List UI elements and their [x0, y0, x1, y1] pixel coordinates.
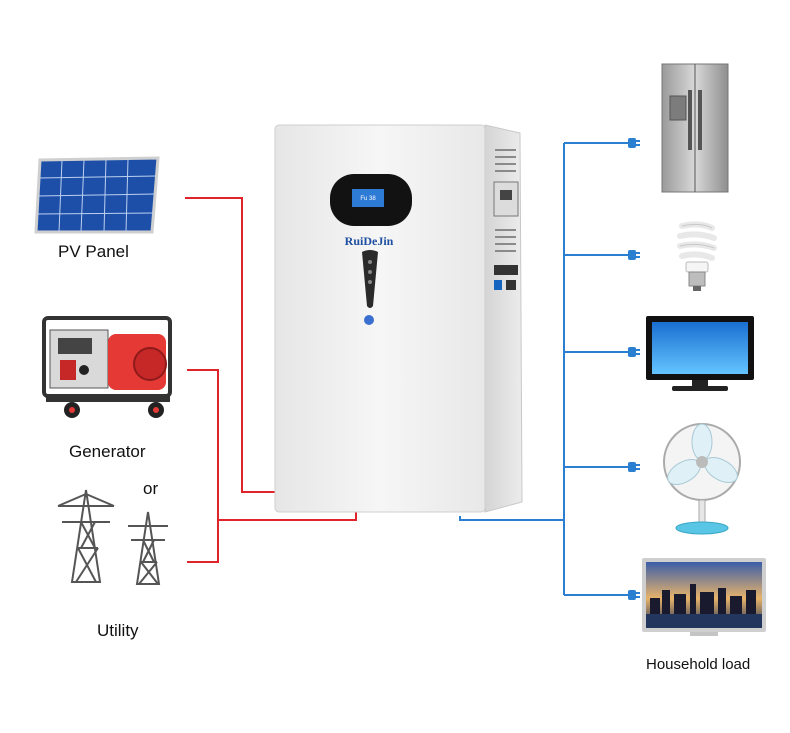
generator-icon: [42, 316, 172, 418]
pv-panel-icon: [34, 156, 160, 234]
battery-inverter-unit: Fu 38 RuiDeJin: [274, 124, 523, 513]
utility-tower-icon: [57, 489, 168, 585]
display-screen-text: Fu 38: [360, 196, 376, 202]
brand-logo-text: RuiDeJin: [345, 234, 394, 248]
utility-label: Utility: [97, 621, 139, 640]
pv-panel-label: PV Panel: [58, 242, 129, 261]
light-bulb-icon: [677, 221, 717, 291]
smart-tv-icon: [642, 558, 766, 636]
output-lines: [459, 142, 630, 596]
power-button: [364, 315, 374, 325]
plug-icons: [628, 138, 640, 600]
fan-icon: [663, 423, 741, 535]
tv-icon: [646, 316, 754, 391]
generator-label: Generator: [69, 442, 146, 461]
fridge-icon: [661, 63, 729, 193]
or-label: or: [143, 479, 158, 498]
household-load-label: Household load: [646, 656, 750, 673]
led-indicator-strip: [362, 250, 378, 308]
